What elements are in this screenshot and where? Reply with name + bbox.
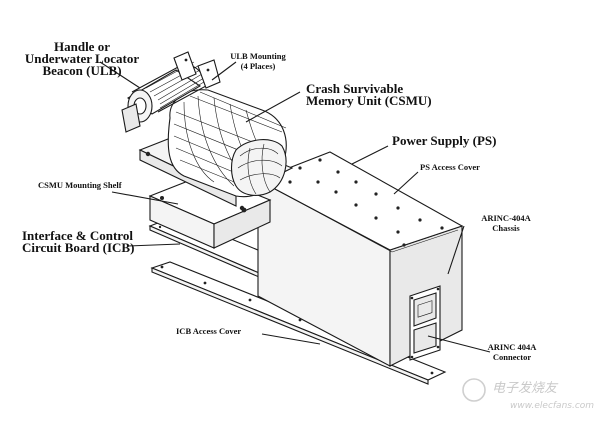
label-arinc-connector: ARINC 404A Connector	[488, 342, 538, 362]
label-arinc-chassis-line1: ARINC-404A	[481, 213, 531, 223]
label-icb-access-cover: ICB Access Cover	[176, 326, 241, 336]
label-csmu-line1: Crash Survivable	[306, 81, 403, 96]
label-csmu-line2: Memory Unit (CSMU)	[306, 93, 432, 108]
label-csmu: Crash Survivable Memory Unit (CSMU)	[306, 81, 432, 108]
label-handle-line3: Beacon (ULB)	[42, 63, 121, 78]
label-ulb-mounting-line1: ULB Mounting	[230, 51, 286, 61]
arinc-connector	[409, 285, 441, 361]
leader-lines	[99, 61, 491, 353]
watermark-cn-text: 电子发烧友	[492, 381, 559, 396]
label-icb: Interface & Control Circuit Board (ICB)	[22, 228, 134, 255]
label-arinc-chassis-line2: Chassis	[492, 223, 520, 233]
label-handle-line2: Underwater Locator	[25, 51, 139, 66]
label-handle-ulb: Handle or Underwater Locator Beacon (ULB…	[25, 39, 139, 78]
watermark-url-text: www.elecfans.com	[510, 401, 594, 411]
label-arinc-chassis: ARINC-404A Chassis	[481, 213, 531, 233]
watermark-logo-icon	[462, 378, 486, 402]
watermark: 电子发烧友 www.elecfans.com	[462, 378, 594, 411]
csmu-mounting-shelf	[148, 173, 272, 249]
label-arinc-connector-line2: Connector	[493, 352, 531, 362]
ulb-beacon	[121, 51, 221, 133]
label-ps-access-cover: PS Access Cover	[420, 162, 480, 172]
label-csmu-mounting-shelf: CSMU Mounting Shelf	[38, 180, 122, 190]
label-ulb-mounting-line2: (4 Places)	[241, 61, 276, 71]
label-power-supply: Power Supply (PS)	[392, 133, 497, 148]
label-arinc-connector-line1: ARINC 404A	[488, 342, 538, 352]
label-icb-line1: Interface & Control	[22, 228, 133, 243]
label-ulb-mounting: ULB Mounting (4 Places)	[230, 51, 286, 71]
label-icb-line2: Circuit Board (ICB)	[22, 240, 134, 255]
label-handle-line1: Handle or	[54, 39, 110, 54]
